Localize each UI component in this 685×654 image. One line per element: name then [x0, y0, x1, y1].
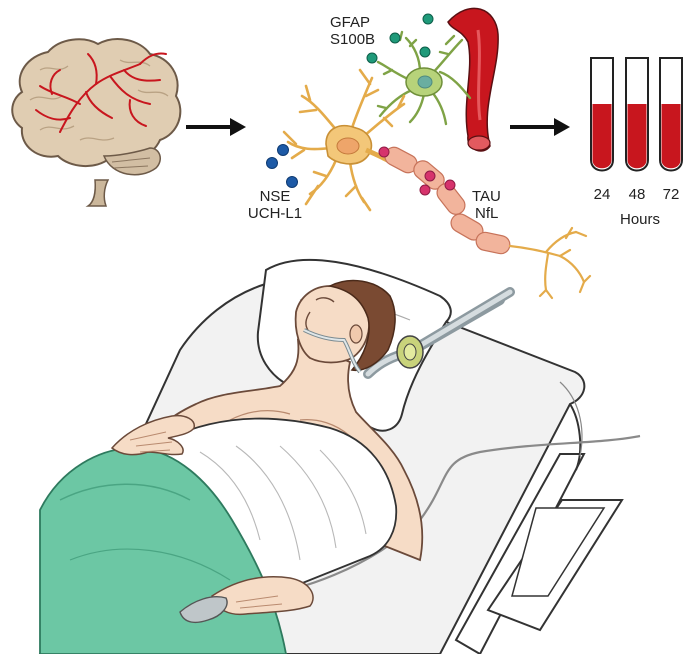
- time-label-72: 72: [657, 186, 685, 203]
- neuron-marker-dots: [267, 145, 298, 188]
- glia-marker-dots: [367, 14, 433, 63]
- patient-in-bed-illustration: [40, 260, 640, 654]
- blood-vessel-icon: [448, 8, 498, 151]
- astrocyte-icon: [378, 32, 470, 124]
- hours-label: Hours: [605, 211, 675, 228]
- test-tube-icon: [626, 58, 648, 171]
- time-label-48: 48: [623, 186, 651, 203]
- marker-uch-l1: UCH-L1: [232, 205, 318, 222]
- marker-tau: TAU: [472, 188, 501, 205]
- marker-nfl: NfL: [472, 205, 501, 222]
- marker-s100b: S100B: [330, 31, 375, 48]
- time-label-24: 24: [588, 186, 616, 203]
- marker-nse: NSE: [232, 188, 318, 205]
- test-tube-icon: [591, 58, 613, 171]
- axon-markers-label: TAU NfL: [472, 188, 501, 222]
- test-tube-icon: [660, 58, 682, 171]
- brain-icon: [12, 39, 180, 206]
- glia-markers-label: GFAP S100B: [330, 14, 375, 48]
- arrow-icon: [510, 118, 570, 136]
- neuron-markers-label: NSE UCH-L1: [232, 188, 318, 222]
- arrow-icon: [186, 118, 246, 136]
- marker-gfap: GFAP: [330, 14, 375, 31]
